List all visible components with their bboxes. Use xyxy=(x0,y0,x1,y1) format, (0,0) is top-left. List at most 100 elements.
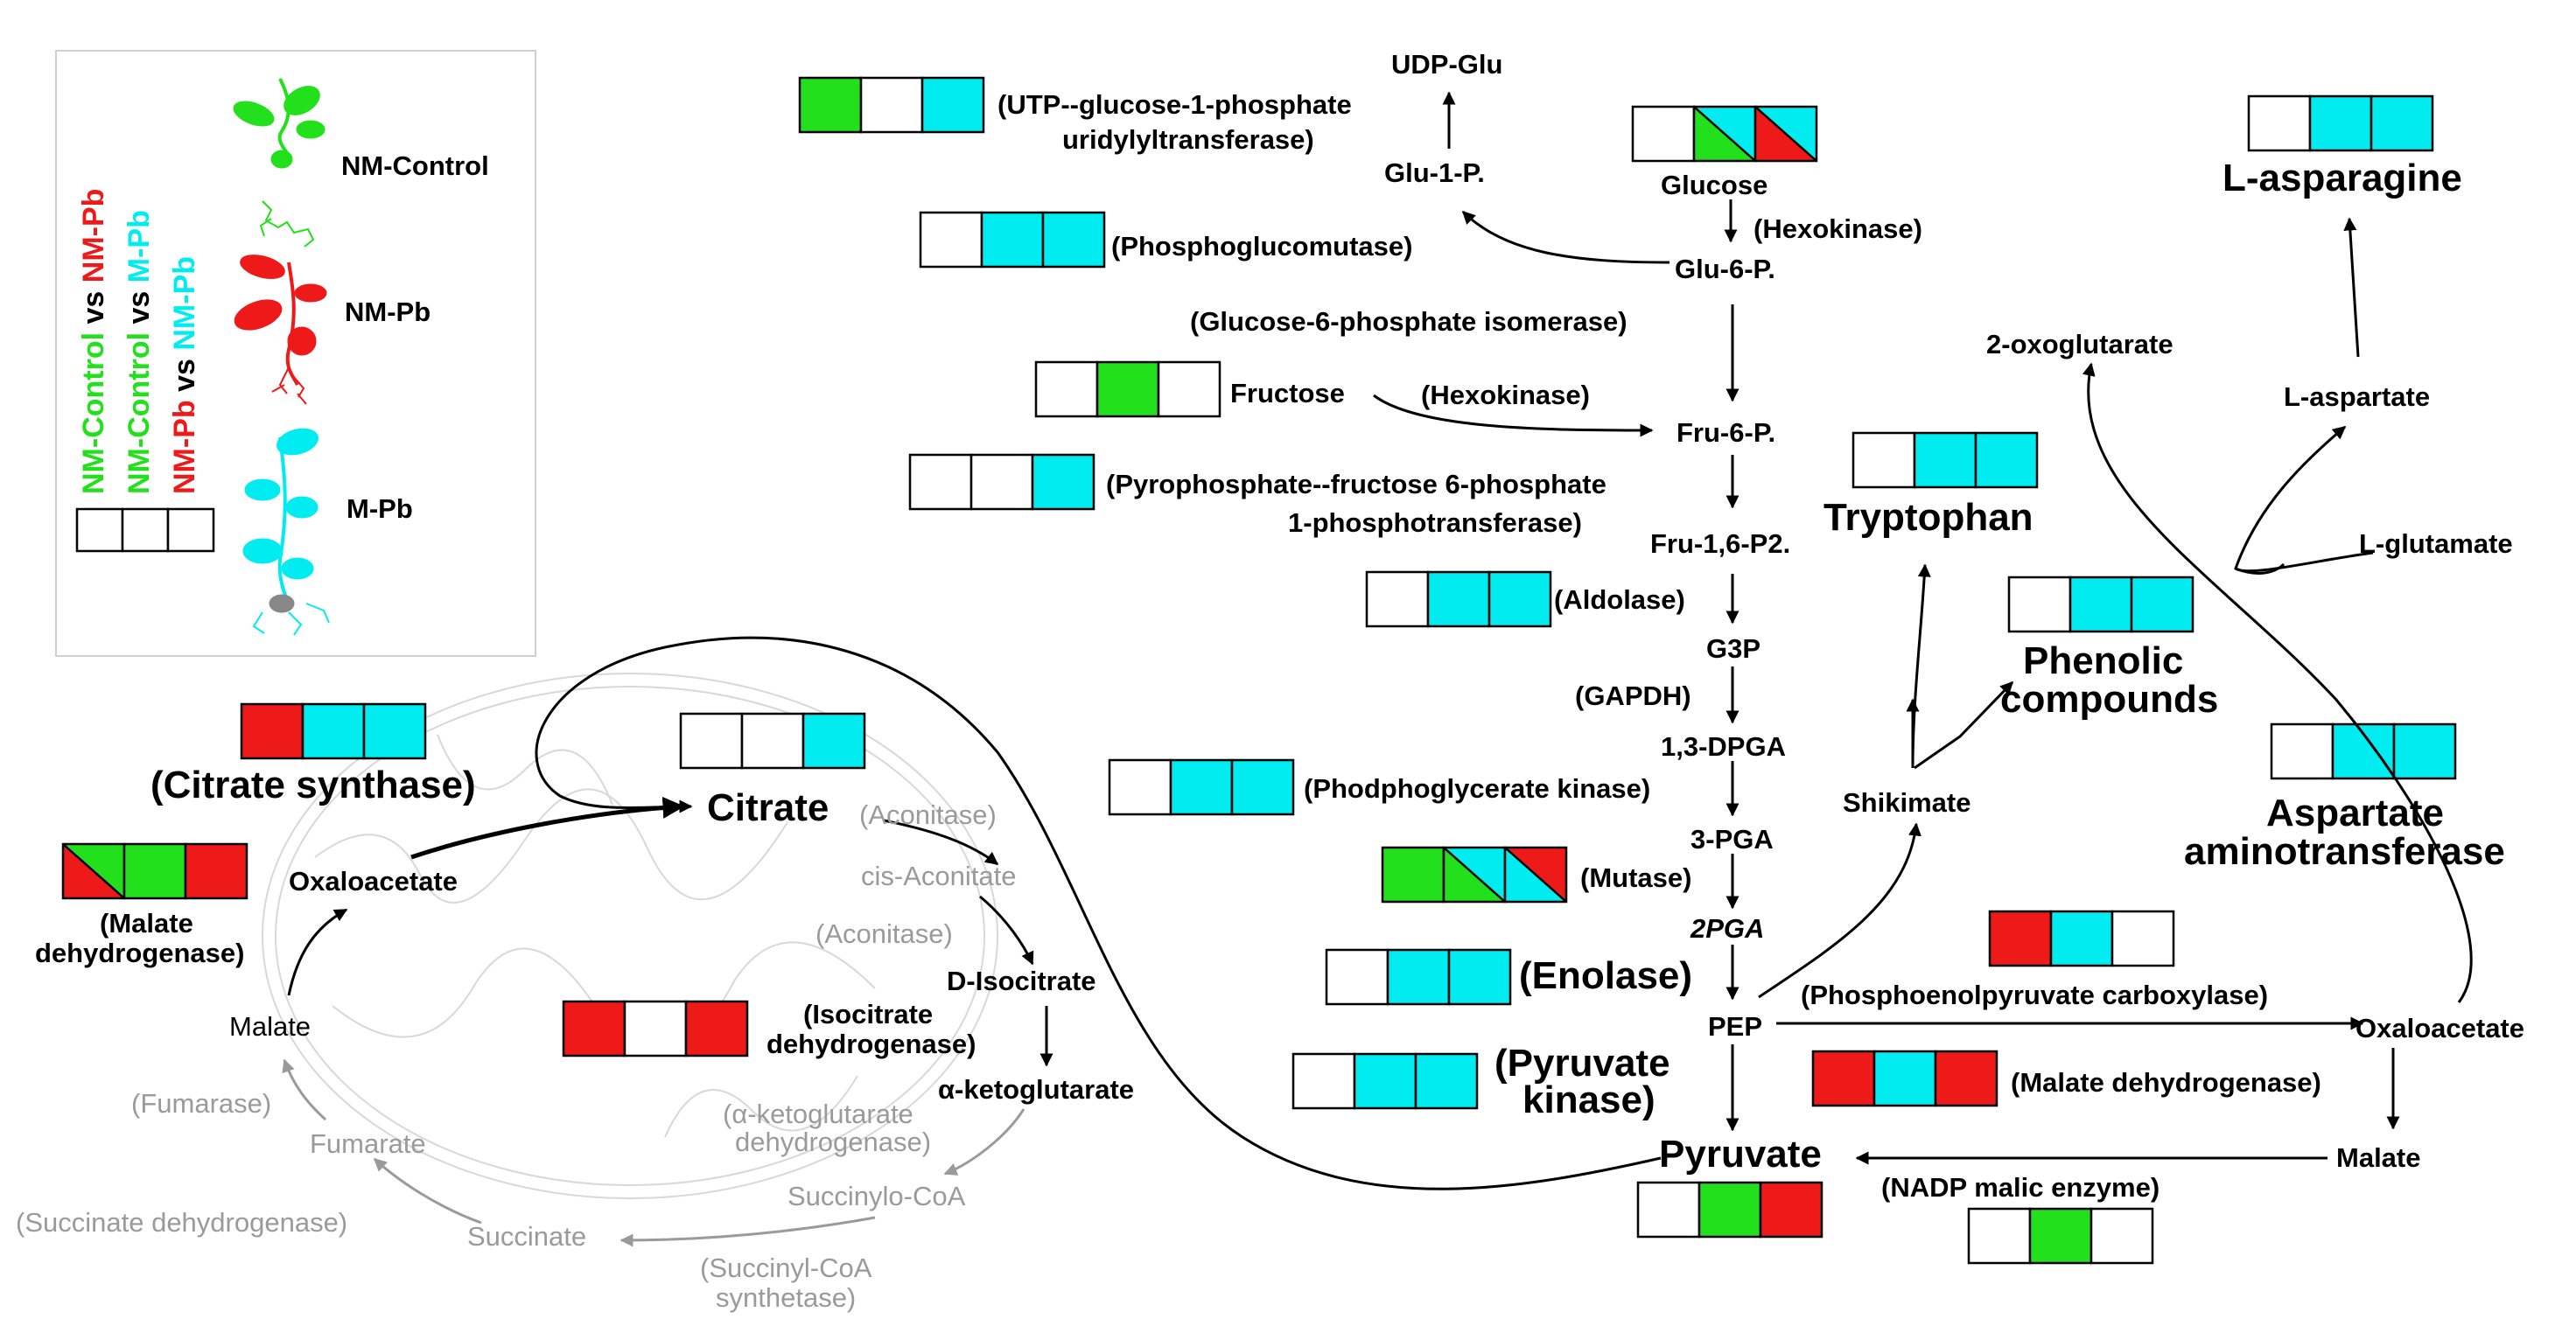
box-cell xyxy=(2270,722,2334,780)
box-cell xyxy=(166,507,215,553)
legend-label-nm-control: NM-Control xyxy=(341,150,489,181)
box-cell xyxy=(1967,1207,2032,1265)
enzyme-enolase: (Enolase) xyxy=(1519,954,1692,997)
box-cell xyxy=(122,842,187,900)
enzyme-mutase: (Mutase) xyxy=(1580,862,1691,893)
enzyme-gpi: (Glucose-6-phosphate isomerase) xyxy=(1190,306,1628,337)
box-cell xyxy=(679,712,744,770)
mito-grey-arrows xyxy=(282,1058,1026,1247)
enzyme-fumarase: (Fumarase) xyxy=(131,1088,271,1119)
box-cell xyxy=(1934,1050,1998,1107)
box-pyruvate-kinase xyxy=(1292,1052,1479,1110)
box-cell xyxy=(301,702,366,760)
box-aspartate-at xyxy=(2270,722,2457,780)
expression-boxes xyxy=(61,76,2457,1265)
plant-icon-m-pb xyxy=(242,428,330,636)
box-cell xyxy=(1488,570,1552,628)
pathway-arrows xyxy=(287,91,2473,1190)
enzyme-akgdh-1: (α-ketoglutarate xyxy=(723,1099,914,1129)
box-cell xyxy=(1353,1052,1418,1110)
box-citrate-synthase xyxy=(240,702,427,760)
box-cell xyxy=(2090,1207,2154,1265)
enzyme-hexokinase-1: (Hexokinase) xyxy=(1754,213,1922,244)
box-tryptophan xyxy=(1852,431,2039,489)
enzyme-mdh-mito-2: dehydrogenase) xyxy=(35,938,244,968)
box-cell xyxy=(919,211,984,269)
label-fumarate: Fumarate xyxy=(310,1128,426,1159)
label-l-glutamate: L-glutamate xyxy=(2359,528,2513,559)
box-cell xyxy=(2049,910,2114,967)
enzyme-pfp-2: 1-phosphotransferase) xyxy=(1288,507,1582,538)
enzyme-aconitase-2: (Aconitase) xyxy=(816,918,953,949)
enzyme-scs-2: synthetase) xyxy=(716,1282,856,1313)
box-idh xyxy=(562,1000,749,1057)
box-cell-diagonal xyxy=(1754,106,1817,162)
label-l-asparagine: L-asparagine xyxy=(2222,157,2462,199)
box-cell xyxy=(184,842,248,900)
box-ugpase xyxy=(798,76,985,134)
enzyme-hexokinase-2: (Hexokinase) xyxy=(1421,380,1590,410)
box-cell xyxy=(1386,948,1451,1006)
box-asparagine xyxy=(2247,94,2434,152)
label-2pga: 2PGA xyxy=(1690,913,1764,944)
box-cell xyxy=(1426,570,1491,628)
enzyme-pk-1: (Pyruvate xyxy=(1494,1042,1670,1085)
enzyme-pk-2: kinase) xyxy=(1522,1078,1656,1121)
box-cell xyxy=(75,507,124,553)
box-cell xyxy=(859,76,924,134)
legend-comparison-1: NM-Control vs NM-Pb xyxy=(77,189,110,494)
box-cell xyxy=(1157,360,1222,418)
box-cell xyxy=(1636,1181,1701,1239)
label-malate-cyto: Malate xyxy=(2336,1142,2420,1173)
label-3-pga: 3-PGA xyxy=(1690,824,1774,855)
box-cell xyxy=(1503,846,1568,904)
box-cell-diagonal xyxy=(1443,847,1506,903)
box-cell xyxy=(740,712,805,770)
box-cell xyxy=(908,453,973,511)
enzyme-aldolase: (Aldolase) xyxy=(1554,584,1685,615)
box-cell xyxy=(1108,758,1172,816)
box-cell xyxy=(2028,1207,2093,1265)
box-cell xyxy=(802,712,866,770)
label-malate-mito: Malate xyxy=(229,1011,311,1042)
box-cell xyxy=(1872,1050,1937,1107)
enzyme-mdh-mito-1: (Malate xyxy=(100,908,193,939)
enzyme-phosphoglucomutase: (Phosphoglucomutase) xyxy=(1111,231,1412,262)
label-fructose: Fructose xyxy=(1230,378,1345,408)
legend-label-nm-pb: NM-Pb xyxy=(345,297,430,327)
plant-icon-nm-pb xyxy=(234,255,327,405)
box-cell xyxy=(2370,94,2434,152)
box-fructose xyxy=(1034,360,1222,418)
box-glucose xyxy=(1631,105,1818,163)
box-nadp-me xyxy=(1967,1207,2154,1265)
label-fru-16-p2: Fru-1,6-P2. xyxy=(1650,528,1790,559)
box-cell xyxy=(1381,846,1446,904)
label-tryptophan: Tryptophan xyxy=(1824,496,2034,539)
box-cell xyxy=(980,211,1045,269)
enzyme-pepc: (Phosphoenolpyruvate carboxylase) xyxy=(1801,980,2268,1010)
box-pfp xyxy=(908,453,1096,511)
label-aspartate-at-1: Aspartate xyxy=(2266,792,2444,834)
enzyme-scs-1: (Succinyl-CoA xyxy=(700,1253,872,1283)
box-cell xyxy=(1988,910,2053,967)
label-fru-6-p: Fru-6-P. xyxy=(1676,417,1775,448)
box-cell xyxy=(1230,758,1295,816)
label-cis-aconitate: cis-Aconitate xyxy=(861,861,1016,891)
label-d-isocitrate: D-Isocitrate xyxy=(947,966,1096,996)
box-cell xyxy=(1041,211,1106,269)
enzyme-aconitase-1: (Aconitase) xyxy=(859,799,997,830)
box-pyruvate xyxy=(1636,1181,1824,1239)
label-succinylo-coa: Succinylo-CoA xyxy=(788,1181,966,1211)
box-mutase xyxy=(1381,846,1568,904)
box-cell xyxy=(2247,94,2312,152)
label-udp-glu: UDP-Glu xyxy=(1391,49,1502,80)
box-cell xyxy=(1631,105,1696,163)
box-cell xyxy=(562,1000,626,1057)
legend-panel: NM-Control vs NM-Pb NM-Control vs M-Pb N… xyxy=(55,50,536,657)
label-oxaloacetate-mito: Oxaloacetate xyxy=(289,866,458,897)
label-phenolic-2: compounds xyxy=(2000,678,2218,721)
enzyme-mdh-cyto: (Malate dehydrogenase) xyxy=(2011,1067,2321,1098)
box-cell-diagonal xyxy=(1693,106,1756,162)
enzyme-idh-2: dehydrogenase) xyxy=(766,1029,976,1059)
